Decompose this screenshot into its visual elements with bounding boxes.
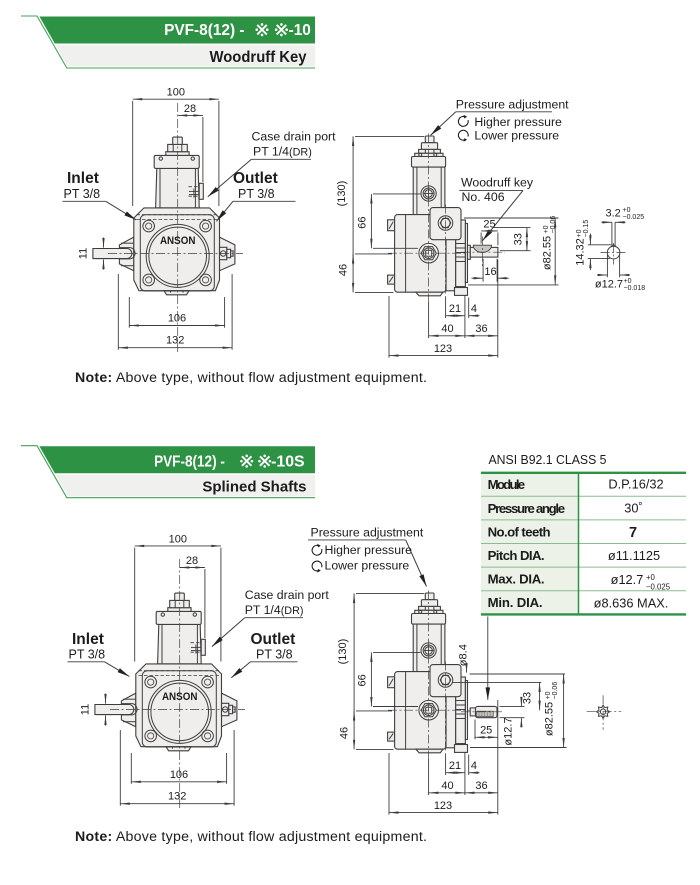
svg-text:33: 33 — [512, 233, 524, 245]
svg-text:Woodruff Key: Woodruff Key — [210, 49, 307, 66]
svg-text:123: 123 — [434, 800, 452, 812]
svg-text:−0.15: −0.15 — [583, 220, 590, 238]
svg-text:100: 100 — [169, 533, 187, 545]
svg-text:Pitch DIA.: Pitch DIA. — [488, 548, 545, 563]
svg-text:106: 106 — [168, 313, 186, 325]
svg-text:D.P.16/32: D.P.16/32 — [608, 476, 663, 491]
svg-text:PT 3/8: PT 3/8 — [64, 187, 101, 201]
svg-text:No. 406: No. 406 — [462, 190, 505, 204]
svg-text:Higher pressure: Higher pressure — [474, 115, 562, 129]
svg-text:-10S: -10S — [271, 453, 305, 470]
svg-text:Lower pressure: Lower pressure — [325, 559, 410, 573]
svg-text:Note: Above type, without flow: Note: Above type, without flow adjustmen… — [75, 829, 427, 845]
svg-text:−0.025: −0.025 — [646, 583, 671, 592]
svg-text:ø11.1125: ø11.1125 — [608, 548, 660, 563]
svg-text:Max. DIA.: Max. DIA. — [488, 572, 545, 587]
svg-text:106: 106 — [170, 769, 188, 781]
svg-text:66: 66 — [356, 216, 368, 228]
svg-text:40: 40 — [441, 323, 453, 335]
svg-text:ø82.55: ø82.55 — [542, 236, 554, 270]
svg-text:Higher pressure: Higher pressure — [325, 543, 413, 557]
svg-text:3.2: 3.2 — [606, 208, 621, 220]
svg-text:Module: Module — [488, 477, 525, 492]
svg-text:36: 36 — [475, 323, 487, 335]
svg-text:-10: -10 — [289, 22, 311, 39]
svg-text:ANSI B92.1 CLASS 5: ANSI B92.1 CLASS 5 — [489, 453, 607, 467]
svg-text:Woodruff key: Woodruff key — [461, 176, 534, 190]
svg-text:ANSON: ANSON — [160, 235, 196, 247]
svg-text:21: 21 — [449, 303, 461, 315]
svg-text:11: 11 — [80, 704, 92, 715]
svg-text:(130): (130) — [337, 639, 349, 665]
svg-text:Note: Above type, without flow: Note: Above type, without flow adjustmen… — [75, 370, 427, 386]
svg-text:ø82.55: ø82.55 — [544, 702, 556, 736]
svg-text:30˚: 30˚ — [624, 500, 643, 515]
svg-text:132: 132 — [168, 791, 186, 803]
svg-text:46: 46 — [338, 264, 350, 276]
svg-text:PT 3/8: PT 3/8 — [238, 187, 275, 201]
svg-text:46: 46 — [339, 727, 351, 739]
svg-text:Case drain port: Case drain port — [245, 588, 330, 602]
svg-text:Inlet: Inlet — [72, 631, 104, 648]
svg-text:PVF-8(12) -: PVF-8(12) - — [154, 453, 225, 470]
svg-text:14.32: 14.32 — [575, 238, 587, 266]
svg-text:(130): (130) — [336, 181, 348, 207]
svg-text:28: 28 — [186, 555, 198, 567]
svg-text:PT 3/8: PT 3/8 — [256, 647, 293, 661]
svg-text:+0: +0 — [543, 225, 550, 233]
svg-text:Case drain port: Case drain port — [252, 129, 337, 143]
svg-text:Pressure angle: Pressure angle — [488, 501, 565, 516]
svg-text:+0: +0 — [624, 278, 632, 285]
svg-text:No.of teeth: No.of teeth — [488, 524, 551, 539]
svg-text:Inlet: Inlet — [67, 170, 99, 187]
svg-text:−0.06: −0.06 — [552, 682, 559, 700]
svg-text:ø12.7: ø12.7 — [595, 279, 623, 291]
svg-text:PT 1/4(DR): PT 1/4(DR) — [253, 144, 312, 158]
svg-text:PT 1/4(DR): PT 1/4(DR) — [245, 603, 304, 617]
svg-text:28: 28 — [184, 103, 196, 115]
svg-text:Pressure adjustment: Pressure adjustment — [311, 526, 424, 540]
svg-text:132: 132 — [166, 335, 184, 347]
svg-text:+0: +0 — [646, 573, 656, 582]
svg-text:Outlet: Outlet — [233, 170, 278, 187]
svg-text:−0.06: −0.06 — [550, 216, 557, 234]
svg-text:100: 100 — [167, 87, 185, 99]
svg-text:16: 16 — [484, 266, 496, 278]
svg-text:4: 4 — [471, 760, 477, 772]
svg-text:66: 66 — [356, 674, 368, 686]
svg-text:25: 25 — [480, 725, 492, 737]
svg-text:4: 4 — [471, 303, 477, 315]
svg-text:21: 21 — [449, 760, 461, 772]
svg-text:33: 33 — [522, 692, 534, 704]
svg-text:Pressure adjustment: Pressure adjustment — [456, 98, 569, 112]
svg-text:Lower pressure: Lower pressure — [474, 129, 559, 143]
svg-text:123: 123 — [434, 343, 452, 355]
svg-text:−0.025: −0.025 — [623, 214, 645, 221]
svg-text:ø12.7: ø12.7 — [503, 717, 515, 745]
svg-text:36: 36 — [475, 780, 487, 792]
svg-text:PT 3/8: PT 3/8 — [69, 647, 106, 661]
svg-text:ø12.7: ø12.7 — [611, 572, 644, 587]
svg-text:+0: +0 — [623, 207, 631, 214]
svg-text:25: 25 — [483, 218, 495, 230]
svg-text:ø8.4: ø8.4 — [458, 644, 470, 666]
svg-text:11: 11 — [78, 248, 90, 259]
svg-text:Min. DIA.: Min. DIA. — [488, 595, 543, 610]
svg-text:Outlet: Outlet — [251, 631, 296, 648]
svg-text:ø8.636 MAX.: ø8.636 MAX. — [594, 595, 669, 610]
svg-text:Splined Shafts: Splined Shafts — [202, 479, 306, 496]
svg-text:40: 40 — [441, 780, 453, 792]
svg-text:+0: +0 — [545, 691, 552, 699]
svg-text:PVF-8(12) -: PVF-8(12) - — [164, 22, 244, 39]
svg-text:7: 7 — [629, 525, 637, 541]
svg-text:+0: +0 — [576, 229, 583, 237]
svg-text:−0.018: −0.018 — [624, 285, 646, 292]
